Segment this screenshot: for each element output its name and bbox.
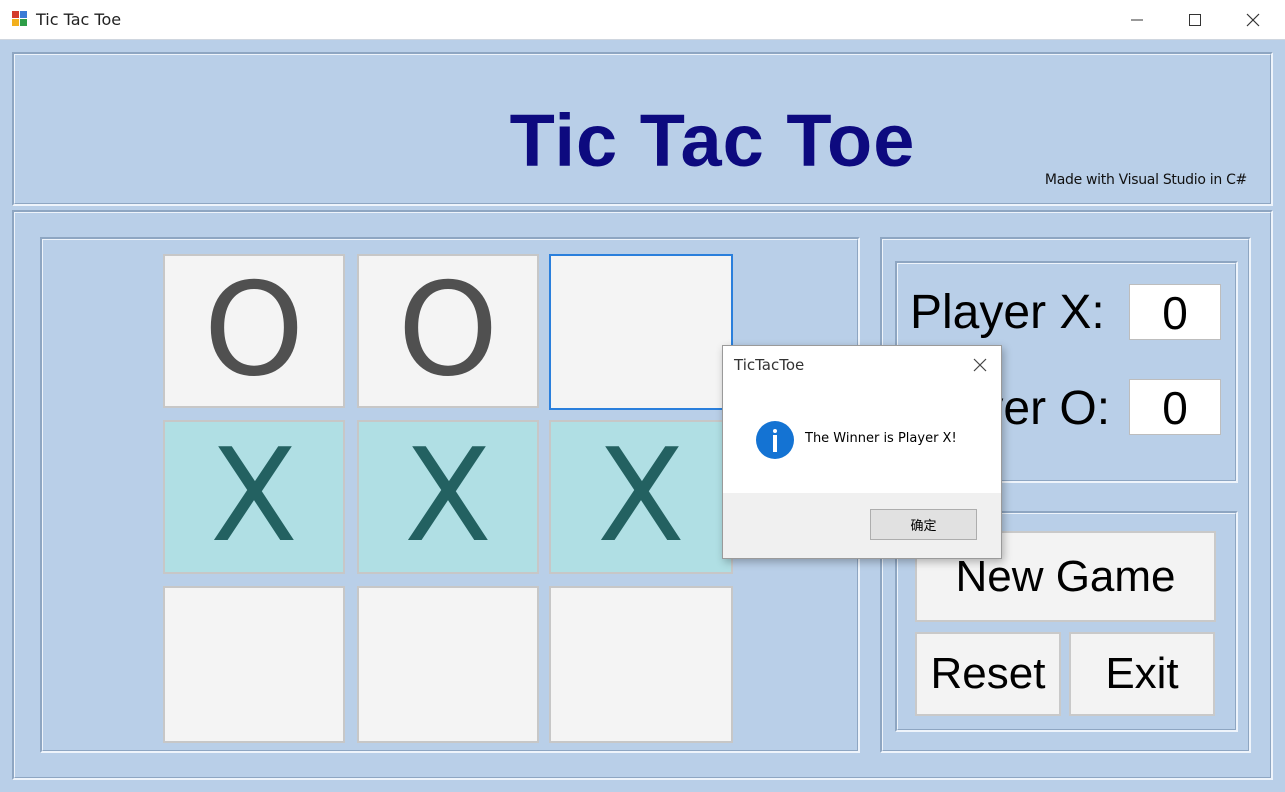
exit-button[interactable]: Exit [1069,632,1215,716]
board-cell-4[interactable]: X [163,420,345,574]
dialog-footer: 确定 [723,493,1001,558]
maximize-icon [1189,13,1201,26]
header-panel: Tic Tac Toe Made with Visual Studio in C… [12,52,1273,206]
form-client-area: Tic Tac Toe Made with Visual Studio in C… [0,40,1285,792]
player-x-label: Player X: [910,286,1105,339]
winner-dialog: TicTacToe The Winner is Player X! 确定 [722,345,1002,559]
new-game-button[interactable]: New Game [915,531,1216,622]
maximize-button[interactable] [1166,0,1224,39]
board-cell-1[interactable]: O [163,254,345,408]
minimize-icon [1131,19,1143,20]
info-icon [756,421,794,459]
board-cell-9[interactable] [549,586,733,743]
title-bar: Tic Tac Toe [0,0,1285,40]
board-cell-5[interactable]: X [357,420,539,574]
board-cell-8[interactable] [357,586,539,743]
board-cell-2[interactable]: O [357,254,539,408]
player-x-score: 0 [1129,284,1221,340]
player-o-score: 0 [1129,379,1221,435]
dialog-message: The Winner is Player X! [805,431,957,446]
minimize-button[interactable] [1108,0,1166,39]
credit-label: Made with Visual Studio in C# [1044,172,1247,188]
dialog-title: TicTacToe [734,356,805,374]
dialog-close-button[interactable] [969,354,991,376]
close-button[interactable] [1224,0,1282,39]
controls-panel [895,511,1238,732]
reset-button[interactable]: Reset [915,632,1061,716]
app-icon [12,11,28,27]
board-cell-7[interactable] [163,586,345,743]
board-cell-3[interactable] [549,254,733,410]
window-title: Tic Tac Toe [36,10,122,29]
close-icon [973,358,987,372]
main-panel [12,210,1273,780]
page-title: Tic Tac Toe [509,99,916,182]
close-icon [1246,13,1260,26]
board-cell-6[interactable]: X [549,420,733,574]
ok-button[interactable]: 确定 [870,509,977,540]
